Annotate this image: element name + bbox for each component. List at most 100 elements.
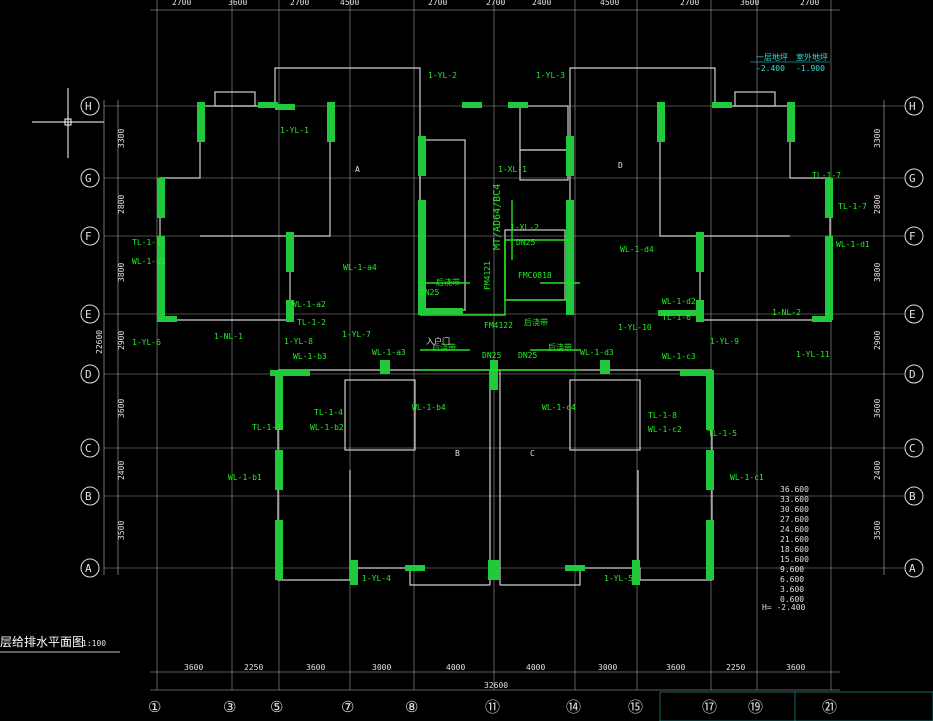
bottom-dim: 3600 [306,663,325,672]
top-dim: 2700 [486,0,505,7]
pipe-label: TL-1-4 [314,408,343,417]
drawing-title: 层给排水平面图 1:100 [0,635,120,653]
level-note: 室外地坪 [796,52,828,62]
right-dim: 3500 [873,521,882,540]
elevation-value: 9.600 [780,565,804,574]
pipe-label: 1-YL-7 [342,330,371,339]
column-axis-label: ① [148,698,161,716]
elevation-value: 0.600 [780,595,804,604]
column-axis-label: ⑲ [748,698,763,716]
pipe-label: 1-YL-1 [280,126,309,135]
drawing-scale: 1:100 [82,639,106,648]
pipe-label: WL-1-b4 [412,403,446,412]
left-dimensions: 3300 2800 3800 2900 3600 2400 3500 22600 [95,100,126,575]
bottom-dim: 2250 [244,663,263,672]
pipe-lines [420,200,580,371]
column-axis-label: ⑰ [702,698,717,716]
pipe-label: WL-1-d3 [580,348,614,357]
elevation-value: 15.600 [780,555,809,564]
column-axis-label: ③ [223,698,236,716]
left-dim: 3500 [117,521,126,540]
left-dim: 2800 [117,195,126,214]
top-dim: 2700 [680,0,699,7]
elevation-value: 36.600 [780,485,809,494]
row-axis-label: E [85,308,92,321]
pipe-label: TL-1-3 [252,423,281,432]
pipe-label: TL-1-1 [132,238,161,247]
pipe-label: TL-1-7 [838,202,867,211]
row-axis-label: F [909,230,916,243]
bottom-dim: 4000 [526,663,545,672]
row-axis-label: A [85,562,92,575]
pipe-label: WL-1-a2 [292,300,326,309]
pipe-label: 后浇带 [524,317,548,327]
pipe-label: 1-YL-8 [284,337,313,346]
bottom-dim: 3600 [666,663,685,672]
elevation-value: 21.600 [780,535,809,544]
pipe-label: TL-1-6 [662,313,691,322]
row-axis-label: F [85,230,92,243]
right-dimensions: 3300 2800 3800 2900 3600 2400 3500 [873,100,885,575]
elevation-value: 18.600 [780,545,809,554]
pipe-label: 后浇带 [436,277,460,287]
room-letter: C [530,449,535,458]
annotation: 入户门 [426,336,450,346]
right-dim: 3300 [873,129,882,148]
pipe-label: 1-YL-4 [362,574,391,583]
pipe-label: DN25 [420,288,439,297]
pipe-labels: 1-YL-2 1-YL-3 1-YL-1 TL-1-1 WL-1-a1 1-YL… [132,71,870,583]
pipe-label: WL-1-c3 [662,352,696,361]
column-axis-label: ㉑ [822,698,837,716]
top-dim: 2700 [800,0,819,7]
level-notes: 一层地坪 室外地坪 -2.400 -1.900 [750,52,830,73]
bottom-dim: 3600 [786,663,805,672]
left-dim: 3300 [117,129,126,148]
elevation-list: 36.600 33.600 30.600 27.600 24.600 21.60… [762,485,809,612]
pipe-label: WL-1-d1 [836,240,870,249]
top-dim: 3600 [740,0,759,7]
bottom-dim: 3000 [372,663,391,672]
room-letter: D [618,161,623,170]
pipe-label: MT/AD64/BC4 [492,184,503,250]
pipe-label: 1-XL-1 [498,165,527,174]
elevation-value: 33.600 [780,495,809,504]
top-dim: 3600 [228,0,247,7]
row-axis-label: B [909,490,916,503]
left-dim: 2900 [117,331,126,350]
pipe-label: 后浇带 [432,342,456,352]
left-dim: 2400 [117,461,126,480]
total-width-dim: 32600 [484,681,508,690]
elevation-value: 27.600 [780,515,809,524]
pipe-label: 1-YL-6 [132,338,161,347]
pipe-label: WL-1-c4 [542,403,576,412]
left-row-axes: H G F E D C B A [80,96,100,578]
right-dim: 2400 [873,461,882,480]
pipe-label: TL-1-7 [812,171,841,180]
pipe-label: 1-NL-1 [214,332,243,341]
pipe-label: WL-1-a3 [372,348,406,357]
pipe-label: 1-XL-2 [510,223,539,232]
room-letter: B [455,449,460,458]
bottom-dim: 3600 [184,663,203,672]
pipe-label: FM4121 [483,261,492,290]
left-dim: 3800 [117,263,126,282]
bottom-dim: 3000 [598,663,617,672]
elevation-value: 3.600 [780,585,804,594]
row-axis-label: G [909,172,916,185]
column-axis-label: ⑤ [270,698,283,716]
pipe-label: 1-NL-2 [772,308,801,317]
top-dim: 2700 [290,0,309,7]
pipe-label: FMC0818 [518,271,552,280]
pipe-label: WL-1-d4 [620,245,654,254]
top-dim: 4500 [340,0,359,7]
pipe-label: 后浇带 [548,342,572,352]
elevation-value: 24.600 [780,525,809,534]
pipe-label: FM4122 [484,321,513,330]
top-dim: 2700 [172,0,191,7]
pipe-label: WL-1-a4 [343,263,377,272]
level-value: -2.400 [756,64,785,73]
row-axis-label: D [85,368,92,381]
column-axis-label: ⑧ [405,698,418,716]
row-axis-label: C [909,442,916,455]
